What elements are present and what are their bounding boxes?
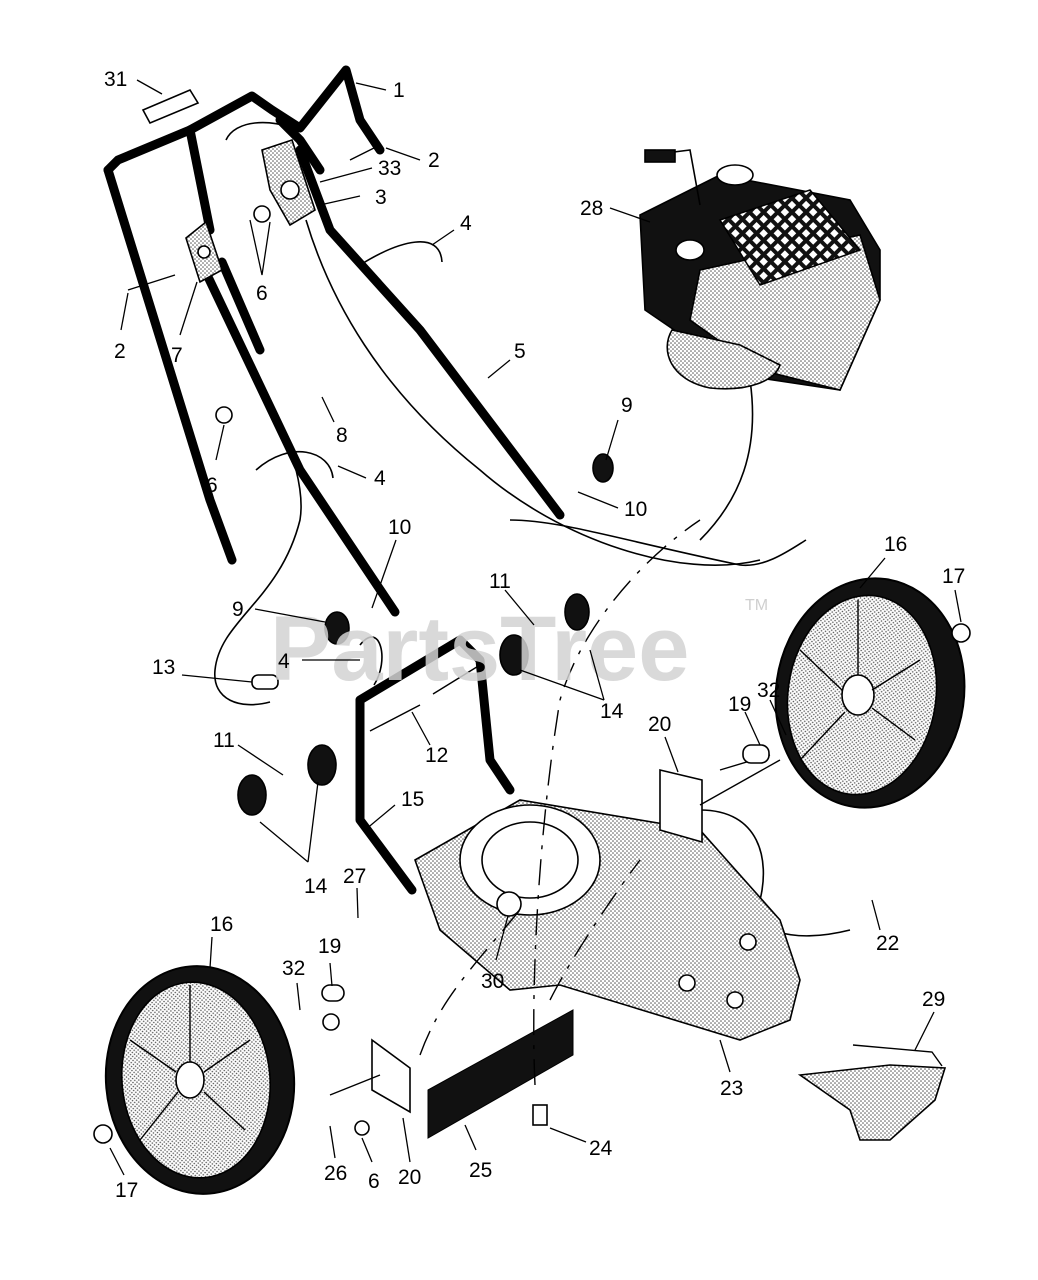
callout-6: 6 xyxy=(206,474,218,497)
callout-17: 17 xyxy=(115,1179,138,1202)
callout-11: 11 xyxy=(213,729,235,752)
callout-19: 19 xyxy=(728,693,751,716)
callout-7: 7 xyxy=(171,344,183,367)
callout-25: 25 xyxy=(469,1159,492,1182)
callout-32: 32 xyxy=(282,957,305,980)
callout-6: 6 xyxy=(368,1170,380,1193)
axle-bracket-part xyxy=(329,759,781,1114)
callout-12: 12 xyxy=(425,744,448,767)
callout-10: 10 xyxy=(388,516,411,539)
callout-30: 30 xyxy=(481,970,504,993)
callout-14: 14 xyxy=(304,875,328,898)
callout-26: 26 xyxy=(324,1162,347,1185)
left-wheel-part xyxy=(104,965,296,1195)
callout-31: 31 xyxy=(104,68,127,91)
callout-15: 15 xyxy=(401,788,424,811)
callout-32: 32 xyxy=(757,679,780,702)
wire-tie-parts xyxy=(255,241,443,686)
callout-13: 13 xyxy=(152,656,175,679)
callout-2: 2 xyxy=(114,340,126,363)
safety-glasses-part xyxy=(797,1044,947,1141)
callout-3: 3 xyxy=(375,186,387,209)
callout-20: 20 xyxy=(648,713,671,736)
hardware-parts xyxy=(93,144,971,1144)
callout-6: 6 xyxy=(256,282,268,305)
control-bracket-part xyxy=(185,220,223,284)
control-cables xyxy=(207,219,851,937)
deck-decal-part xyxy=(427,1009,574,1139)
callout-14: 14 xyxy=(600,700,624,723)
callout-11: 11 xyxy=(489,570,511,593)
watermark-trademark: TM xyxy=(745,597,768,614)
callout-23: 23 xyxy=(720,1077,743,1100)
leader-lines xyxy=(109,79,962,1176)
callout-2: 2 xyxy=(428,149,440,172)
callout-10: 10 xyxy=(624,498,647,521)
callout-4: 4 xyxy=(374,467,386,490)
callout-33: 33 xyxy=(378,157,401,180)
decal-part xyxy=(141,88,200,125)
callout-16: 16 xyxy=(884,533,907,556)
callout-9: 9 xyxy=(232,598,244,621)
callout-8: 8 xyxy=(336,424,348,447)
lower-handle-part xyxy=(195,145,565,617)
callout-24: 24 xyxy=(589,1137,613,1160)
callout-29: 29 xyxy=(922,988,945,1011)
callout-9: 9 xyxy=(621,394,633,417)
callout-4: 4 xyxy=(460,212,472,235)
watermark: PartsTree xyxy=(270,598,689,700)
callout-17: 17 xyxy=(942,565,965,588)
callout-16: 16 xyxy=(210,913,233,936)
assembly-lines xyxy=(419,519,701,1086)
callout-labels: 31 1 2 33 3 28 4 6 2 7 5 9 8 6 4 10 10 1… xyxy=(104,68,965,1202)
engine-part xyxy=(639,149,881,391)
callout-28: 28 xyxy=(580,197,603,220)
right-wheel-part xyxy=(774,577,966,809)
callout-22: 22 xyxy=(876,932,899,955)
callout-19: 19 xyxy=(318,935,341,958)
callout-4: 4 xyxy=(278,650,290,673)
deck-part xyxy=(414,799,801,1041)
callout-20: 20 xyxy=(398,1166,421,1189)
callout-27: 27 xyxy=(343,865,366,888)
lower-handle-brace-part xyxy=(355,635,515,895)
throttle-control-part xyxy=(225,121,316,227)
callout-5: 5 xyxy=(514,340,526,363)
callout-1: 1 xyxy=(393,79,405,102)
